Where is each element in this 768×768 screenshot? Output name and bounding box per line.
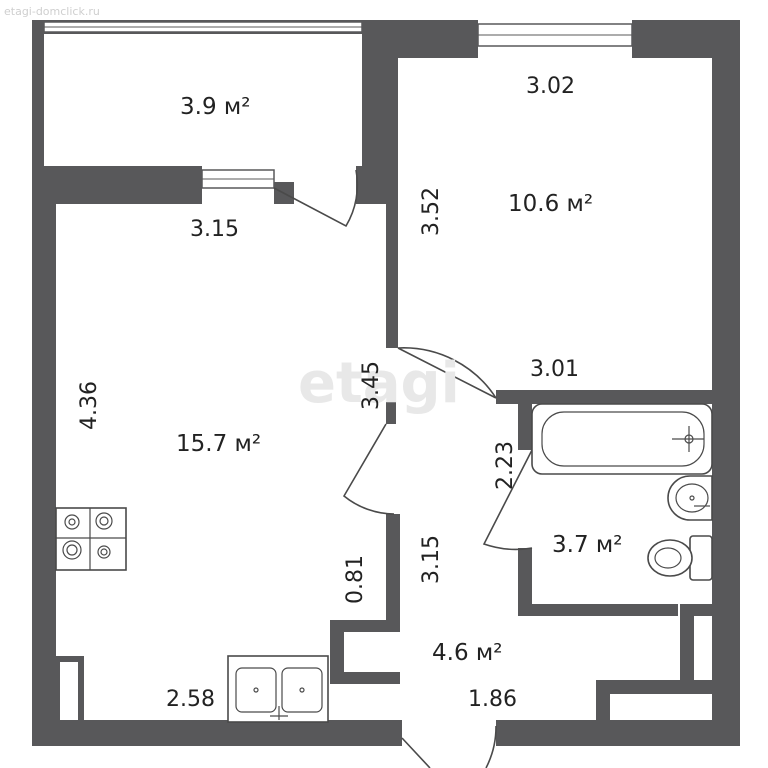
- balcony-kitchen-wall-left: [32, 166, 202, 204]
- bedroom-bottom-width-dim: 3.01: [530, 357, 579, 382]
- hallway-length-dim: 3.15: [419, 535, 444, 584]
- kitchen-door-icon: [342, 423, 395, 515]
- bathroom-left-wall-low: [518, 548, 532, 614]
- right-outer-wall: [712, 20, 740, 746]
- entrance-door-icon: [401, 725, 497, 768]
- bathroom-door-icon: [482, 449, 533, 551]
- kitchen-sink-icon: [227, 655, 329, 723]
- doors: [273, 169, 533, 768]
- kitchen-area-label: 15.7 м²: [176, 431, 261, 457]
- bathroom-bottom-wall: [518, 604, 678, 616]
- kitchen-niche-side: [330, 620, 344, 676]
- bedroom-area-label: 10.6 м²: [508, 191, 593, 217]
- watermark-corner-text: etagi-domclick.ru: [4, 5, 100, 18]
- niche-right-top: [596, 680, 740, 694]
- bedroom-length-dim: 3.52: [419, 187, 444, 236]
- kitchen-bedroom-wall-lower: [386, 190, 398, 348]
- washbasin-icon: [667, 475, 713, 521]
- kitchen-niche-top: [330, 620, 400, 632]
- kitchen-right-wall-low: [386, 514, 400, 630]
- balcony-area-label: 3.9 м²: [180, 94, 250, 120]
- bedroom-width-dim: 3.02: [526, 74, 575, 99]
- balcony-left-wall: [32, 20, 44, 170]
- niche-right-left: [596, 680, 610, 740]
- bedroom-door-icon: [397, 347, 497, 399]
- bottom-left-niche-inner: [60, 662, 78, 720]
- balcony-door-icon: [273, 169, 359, 228]
- kitchen-bottom-width-dim: 2.58: [166, 687, 215, 712]
- hallway-bottom-width-dim: 1.86: [468, 687, 517, 712]
- walls: [32, 20, 740, 746]
- kitchen-bedroom-wall: [362, 20, 398, 204]
- bedroom-top-wall-right: [632, 20, 740, 58]
- bottom-wall-left: [32, 720, 402, 746]
- toilet-icon: [647, 535, 713, 581]
- bathroom-right-pier: [680, 604, 740, 616]
- niche-right-inner: [680, 616, 694, 690]
- stove-icon: [55, 507, 127, 571]
- watermark-text: etagi: [298, 351, 460, 416]
- bathroom-left-wall: [518, 400, 532, 450]
- bathroom-area-label: 3.7 м²: [552, 532, 622, 558]
- bedroom-bottom-wall: [496, 390, 740, 404]
- bathtub-icon: [531, 403, 713, 475]
- kitchen-top-width-dim: 3.15: [190, 217, 239, 242]
- kitchen-niche-bottom: [330, 672, 400, 684]
- windows: [43, 21, 633, 189]
- bathroom-length-dim: 2.23: [493, 441, 518, 490]
- kitchen-height-dim: 4.36: [77, 381, 102, 430]
- kitchen-right-length-dim: 3.45: [359, 361, 384, 410]
- bottom-wall-right: [496, 720, 740, 746]
- kitchen-right-wall-mid: [386, 402, 396, 424]
- hallway-area-label: 4.6 м²: [432, 640, 502, 666]
- fixtures: [55, 403, 713, 723]
- kitchen-left-wall: [32, 166, 56, 746]
- kitchen-offset-dim: 0.81: [343, 555, 368, 604]
